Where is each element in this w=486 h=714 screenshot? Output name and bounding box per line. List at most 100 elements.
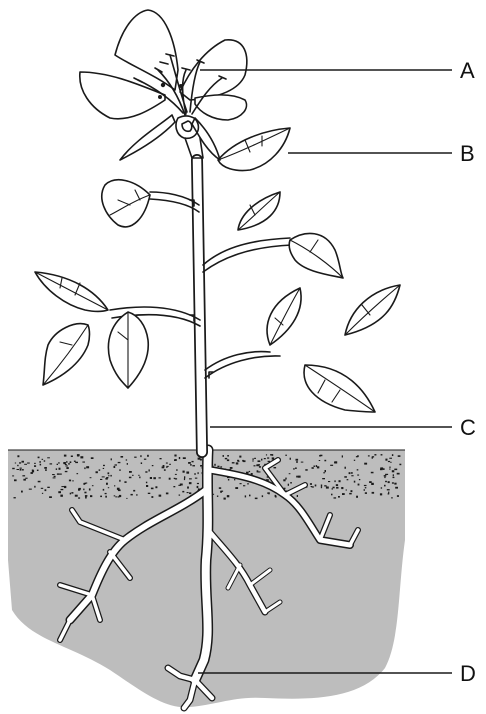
- label-c: C: [460, 415, 476, 440]
- soil-speck: [183, 471, 185, 473]
- soil-speck: [12, 475, 14, 476]
- soil-speck: [70, 493, 71, 495]
- soil-speck: [57, 473, 59, 474]
- soil-speck: [12, 468, 15, 469]
- soil-speck: [392, 454, 393, 456]
- soil-speck: [38, 481, 41, 483]
- soil-speck: [351, 490, 353, 492]
- soil-speck: [321, 486, 322, 488]
- soil-speck: [34, 486, 35, 488]
- soil-speck: [160, 458, 162, 459]
- soil-speck: [296, 459, 299, 461]
- soil-speck: [71, 456, 73, 458]
- soil-speck: [345, 467, 346, 469]
- leaf: [108, 312, 148, 388]
- soil-speck: [116, 496, 117, 497]
- soil-speck: [29, 489, 32, 490]
- soil-speck: [100, 479, 102, 480]
- soil-speck: [85, 496, 87, 498]
- soil-speck: [63, 462, 66, 464]
- soil-speck: [243, 485, 245, 486]
- soil-speck: [364, 485, 367, 486]
- soil-speck: [38, 457, 40, 459]
- soil-speck: [57, 464, 58, 465]
- soil-speck: [69, 480, 71, 482]
- soil-speck: [305, 469, 307, 471]
- soil-speck: [347, 479, 349, 480]
- soil-speck: [186, 472, 189, 474]
- soil-speck: [394, 483, 396, 485]
- leaf: [304, 365, 375, 412]
- soil-speck: [174, 459, 176, 461]
- soil-speck: [234, 479, 235, 481]
- soil-speck: [115, 464, 118, 465]
- soil-speck: [223, 455, 225, 457]
- soil-speck: [89, 488, 91, 490]
- soil-speck: [70, 461, 72, 463]
- soil-speck: [108, 487, 109, 488]
- soil-speck: [105, 493, 107, 494]
- soil-speck: [34, 465, 36, 467]
- soil-speck: [384, 475, 387, 476]
- soil-speck: [34, 463, 36, 464]
- soil-speck: [334, 497, 337, 498]
- soil-speck: [364, 489, 365, 491]
- soil-speck: [341, 487, 343, 489]
- soil-speck: [91, 457, 94, 459]
- soil-speck: [124, 481, 126, 483]
- soil-speck: [392, 470, 395, 472]
- soil-speck: [80, 456, 83, 458]
- soil-speck: [283, 479, 285, 481]
- soil-speck: [59, 474, 62, 475]
- soil-speck: [342, 493, 345, 495]
- soil-speck: [162, 467, 165, 469]
- soil-speck: [225, 458, 227, 459]
- soil-speck: [365, 487, 367, 488]
- soil-speck: [385, 459, 387, 461]
- soil-speck: [169, 464, 171, 465]
- soil-speck: [384, 485, 386, 487]
- label-b: B: [460, 141, 475, 166]
- soil-speck: [214, 464, 215, 466]
- soil-speck: [77, 473, 79, 474]
- soil-speck: [365, 492, 367, 494]
- soil-speck: [246, 472, 249, 474]
- soil-speck: [228, 479, 229, 481]
- soil-speck: [153, 477, 156, 479]
- soil-speck: [200, 465, 202, 467]
- soil-speck: [252, 460, 253, 461]
- soil-speck: [19, 462, 21, 463]
- soil-speck: [66, 461, 67, 463]
- soil-speck: [217, 496, 218, 497]
- soil-speck: [371, 483, 374, 485]
- soil-speck: [316, 465, 317, 467]
- soil-speck: [108, 472, 110, 474]
- soil-speck: [297, 495, 298, 497]
- soil-speck: [54, 476, 56, 477]
- soil-speck: [147, 455, 149, 457]
- soil-speck: [138, 475, 139, 476]
- soil-speck: [319, 460, 321, 461]
- soil-speck: [114, 495, 116, 496]
- soil-speck: [174, 455, 176, 457]
- soil-speck: [75, 462, 78, 463]
- soil-speck: [84, 483, 86, 485]
- soil-speck: [389, 467, 390, 468]
- soil-speck: [44, 467, 47, 469]
- soil-speck: [330, 465, 333, 466]
- soil-speck: [189, 492, 191, 494]
- soil-speck: [346, 490, 347, 491]
- soil-speck: [372, 492, 375, 494]
- label-d: D: [460, 661, 476, 686]
- soil-speck: [324, 485, 326, 486]
- soil-speck: [42, 493, 43, 494]
- soil-speck: [17, 465, 18, 466]
- soil-speck: [339, 480, 341, 482]
- soil-speck: [39, 461, 40, 463]
- soil-speck: [64, 486, 66, 488]
- soil-speck: [371, 472, 374, 474]
- soil-speck: [267, 457, 269, 458]
- soil-speck: [285, 478, 286, 480]
- soil-speck: [388, 481, 390, 483]
- soil-speck: [184, 476, 185, 478]
